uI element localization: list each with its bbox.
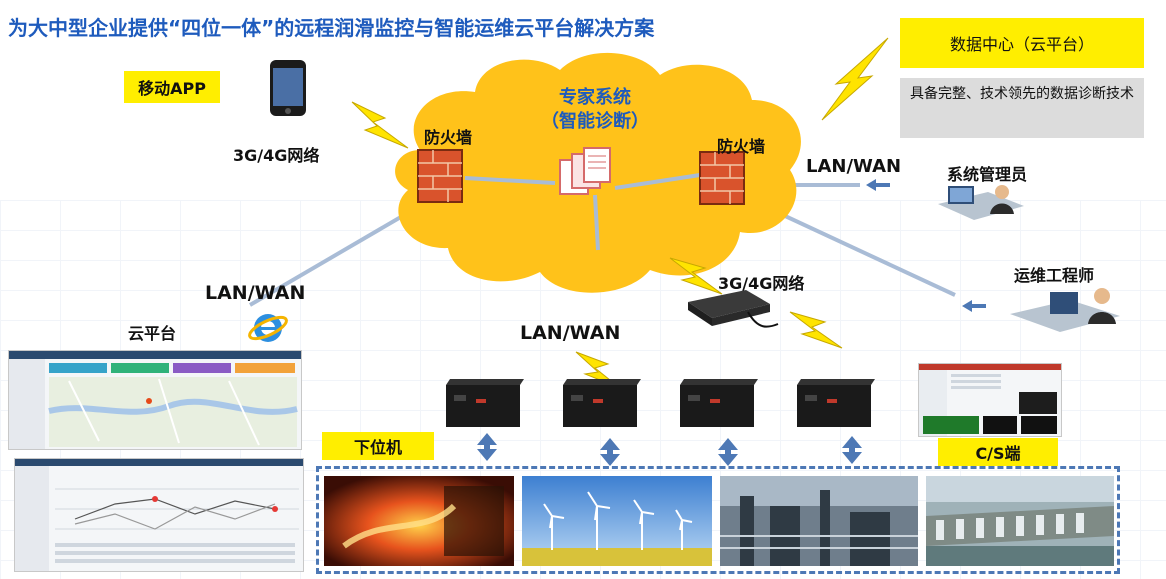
dam-photo [926,476,1114,566]
expert-system-line1: 专家系统 [559,87,631,108]
line-firewall-left-to-expert [464,176,556,185]
lan-wan-center-label: LAN/WAN [520,322,621,344]
firewall-left-label: 防火墙 [424,128,473,147]
cs-client-label: C/S端 [938,438,1058,466]
updown-arrow-3-icon [718,438,738,466]
smartphone-icon [270,60,306,116]
controller-3-icon [680,379,758,427]
wind-farm-photo [522,476,712,566]
bolt-mobile-icon [351,101,409,149]
ops-engineer-icon [1010,288,1120,332]
bolt-3g-upper-icon [669,257,723,295]
browser-icon [248,314,288,342]
user-arrows [866,179,986,312]
cloud-internal-lines [464,173,701,251]
updown-arrows [477,433,862,466]
industry-scene-frame [316,466,1120,574]
firewall-right-icon [699,151,745,205]
dam-image [926,476,1114,566]
steel-mill-image [324,476,514,566]
arrow-admin-icon [866,179,890,191]
network-3g4g-right-label: 3G/4G网络 [718,274,805,293]
bolt-datacenter-icon [821,37,889,121]
line-expert-to-firewall-right [614,173,701,190]
lower-machine-label: 下位机 [322,432,434,460]
updown-arrow-1-icon [477,433,497,461]
system-admin-label: 系统管理员 [947,165,1028,184]
refinery-image [720,476,918,566]
ops-engineer-label: 运维工程师 [1014,266,1095,285]
expert-system-title: 专家系统 （智能诊断） [530,86,660,134]
cloud-platform-screenshot-map [8,350,302,450]
chart-dashboard-thumbnail [15,459,303,571]
refinery-photo [720,476,918,566]
cs-client-thumbnail [919,364,1061,436]
datacenter-label: 数据中心（云平台） [900,18,1144,68]
bolt-3g-lower-icon [789,311,843,349]
gateway-device-icon [688,290,779,328]
lan-wan-right-label: LAN/WAN [806,156,902,177]
controller-4-icon [797,379,875,427]
datacenter-description: 具备完整、技术领先的数据诊断技术 [900,78,1144,138]
server-icon [559,147,611,195]
lightning-bolts [351,37,889,389]
cs-client-screenshot [918,363,1062,437]
controller-1-icon [446,379,524,427]
firewall-right-label: 防火墙 [717,137,766,156]
map-dashboard-thumbnail [9,351,301,449]
cloud-platform-label: 云平台 [128,324,177,343]
arrow-engineer-icon [962,300,986,312]
network-3g4g-left-label: 3G/4G网络 [233,146,320,165]
firewall-left-icon [417,149,463,203]
updown-arrow-4-icon [842,436,862,464]
updown-arrow-2-icon [600,438,620,466]
system-admin-icon [938,185,1024,220]
controller-2-icon [563,379,641,427]
lower-machines [446,379,875,427]
expert-system-line2: （智能诊断） [541,111,649,132]
cloud-platform-screenshot-chart [14,458,304,572]
line-expert-down [593,194,600,251]
steel-mill-photo [324,476,514,566]
page-title: 为大中型企业提供“四位一体”的远程润滑监控与智能运维云平台解决方案 [8,16,655,40]
wind-farm-image [522,476,712,566]
lan-wan-left-label: LAN/WAN [205,282,306,304]
mobile-app-label: 移动APP [124,71,220,103]
